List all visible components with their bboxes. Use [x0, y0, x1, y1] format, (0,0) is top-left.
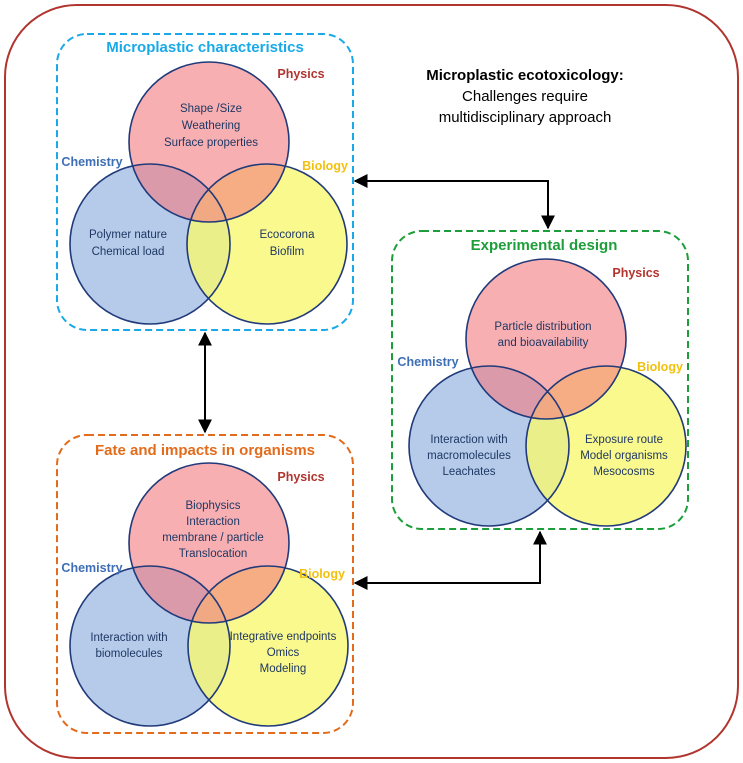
characteristics-title: Microplastic characteristics [106, 39, 304, 56]
fate-physics-text-3: membrane / particle [162, 532, 264, 544]
fate-physics-text-4: Translocation [179, 548, 248, 560]
experimental-biology-text-1: Exposure route [585, 434, 663, 446]
characteristics-physics-circle [129, 62, 289, 222]
experimental-panel: Experimental design Physics Chemistry Bi… [391, 230, 689, 530]
characteristics-physics-text-2: Weathering [182, 120, 241, 132]
experimental-physics-text-2: and bioavailability [498, 337, 589, 349]
characteristics-panel: Microplastic characteristics Physics Che… [56, 33, 354, 331]
characteristics-chemistry-label: Chemistry [61, 155, 122, 169]
fate-chemistry-text-1: Interaction with [90, 632, 167, 644]
fate-physics-label: Physics [277, 470, 324, 484]
fate-physics-text-2: Interaction [186, 516, 240, 528]
experimental-biology-text-3: Mesocosms [593, 466, 655, 478]
experimental-physics-label: Physics [612, 266, 659, 280]
fate-biology-text-1: Integrative endpoints [230, 631, 337, 643]
arrow-fate-to-experimental [353, 530, 547, 590]
characteristics-biology-text-1: Ecocorona [260, 229, 316, 241]
fate-physics-circle [129, 463, 289, 623]
fate-chemistry-text-2: biomolecules [95, 648, 162, 660]
characteristics-physics-text-3: Surface properties [164, 137, 258, 149]
experimental-frame [391, 230, 689, 530]
characteristics-biology-label: Biology [302, 159, 348, 173]
experimental-chemistry-text-3: Leachates [442, 466, 495, 478]
experimental-biology-text-2: Model organisms [580, 450, 668, 462]
experimental-physics-circle [466, 259, 626, 419]
characteristics-physics-label: Physics [277, 67, 324, 81]
experimental-biology-label: Biology [637, 360, 683, 374]
header-line-2: Challenges require [462, 88, 588, 105]
arrow-characteristics-to-experimental [353, 174, 555, 230]
header-title: Microplastic ecotoxicology: [426, 67, 624, 84]
fate-physics-text-1: Biophysics [186, 500, 241, 512]
fate-biology-label: Biology [299, 567, 345, 581]
experimental-physics-text-1: Particle distribution [494, 321, 591, 333]
fate-biology-text-2: Omics [267, 647, 300, 659]
header-line-3: multidisciplinary approach [439, 109, 612, 126]
experimental-chemistry-text-2: macromolecules [427, 450, 511, 462]
experimental-chemistry-label: Chemistry [397, 355, 458, 369]
fate-panel: Fate and impacts in organisms Physics Ch… [56, 434, 354, 734]
characteristics-frame [56, 33, 354, 331]
outer-frame [4, 4, 739, 759]
characteristics-chemistry-text-1: Polymer nature [89, 229, 167, 241]
characteristics-chemistry-text-2: Chemical load [92, 246, 165, 258]
characteristics-physics-text-1: Shape /Size [180, 103, 242, 115]
fate-title: Fate and impacts in organisms [95, 442, 315, 459]
experimental-title: Experimental design [471, 237, 618, 254]
fate-biology-text-3: Modeling [260, 663, 307, 675]
fate-chemistry-label: Chemistry [61, 561, 122, 575]
characteristics-biology-text-2: Biofilm [270, 246, 305, 258]
experimental-chemistry-text-1: Interaction with [430, 434, 507, 446]
fate-frame [56, 434, 354, 734]
